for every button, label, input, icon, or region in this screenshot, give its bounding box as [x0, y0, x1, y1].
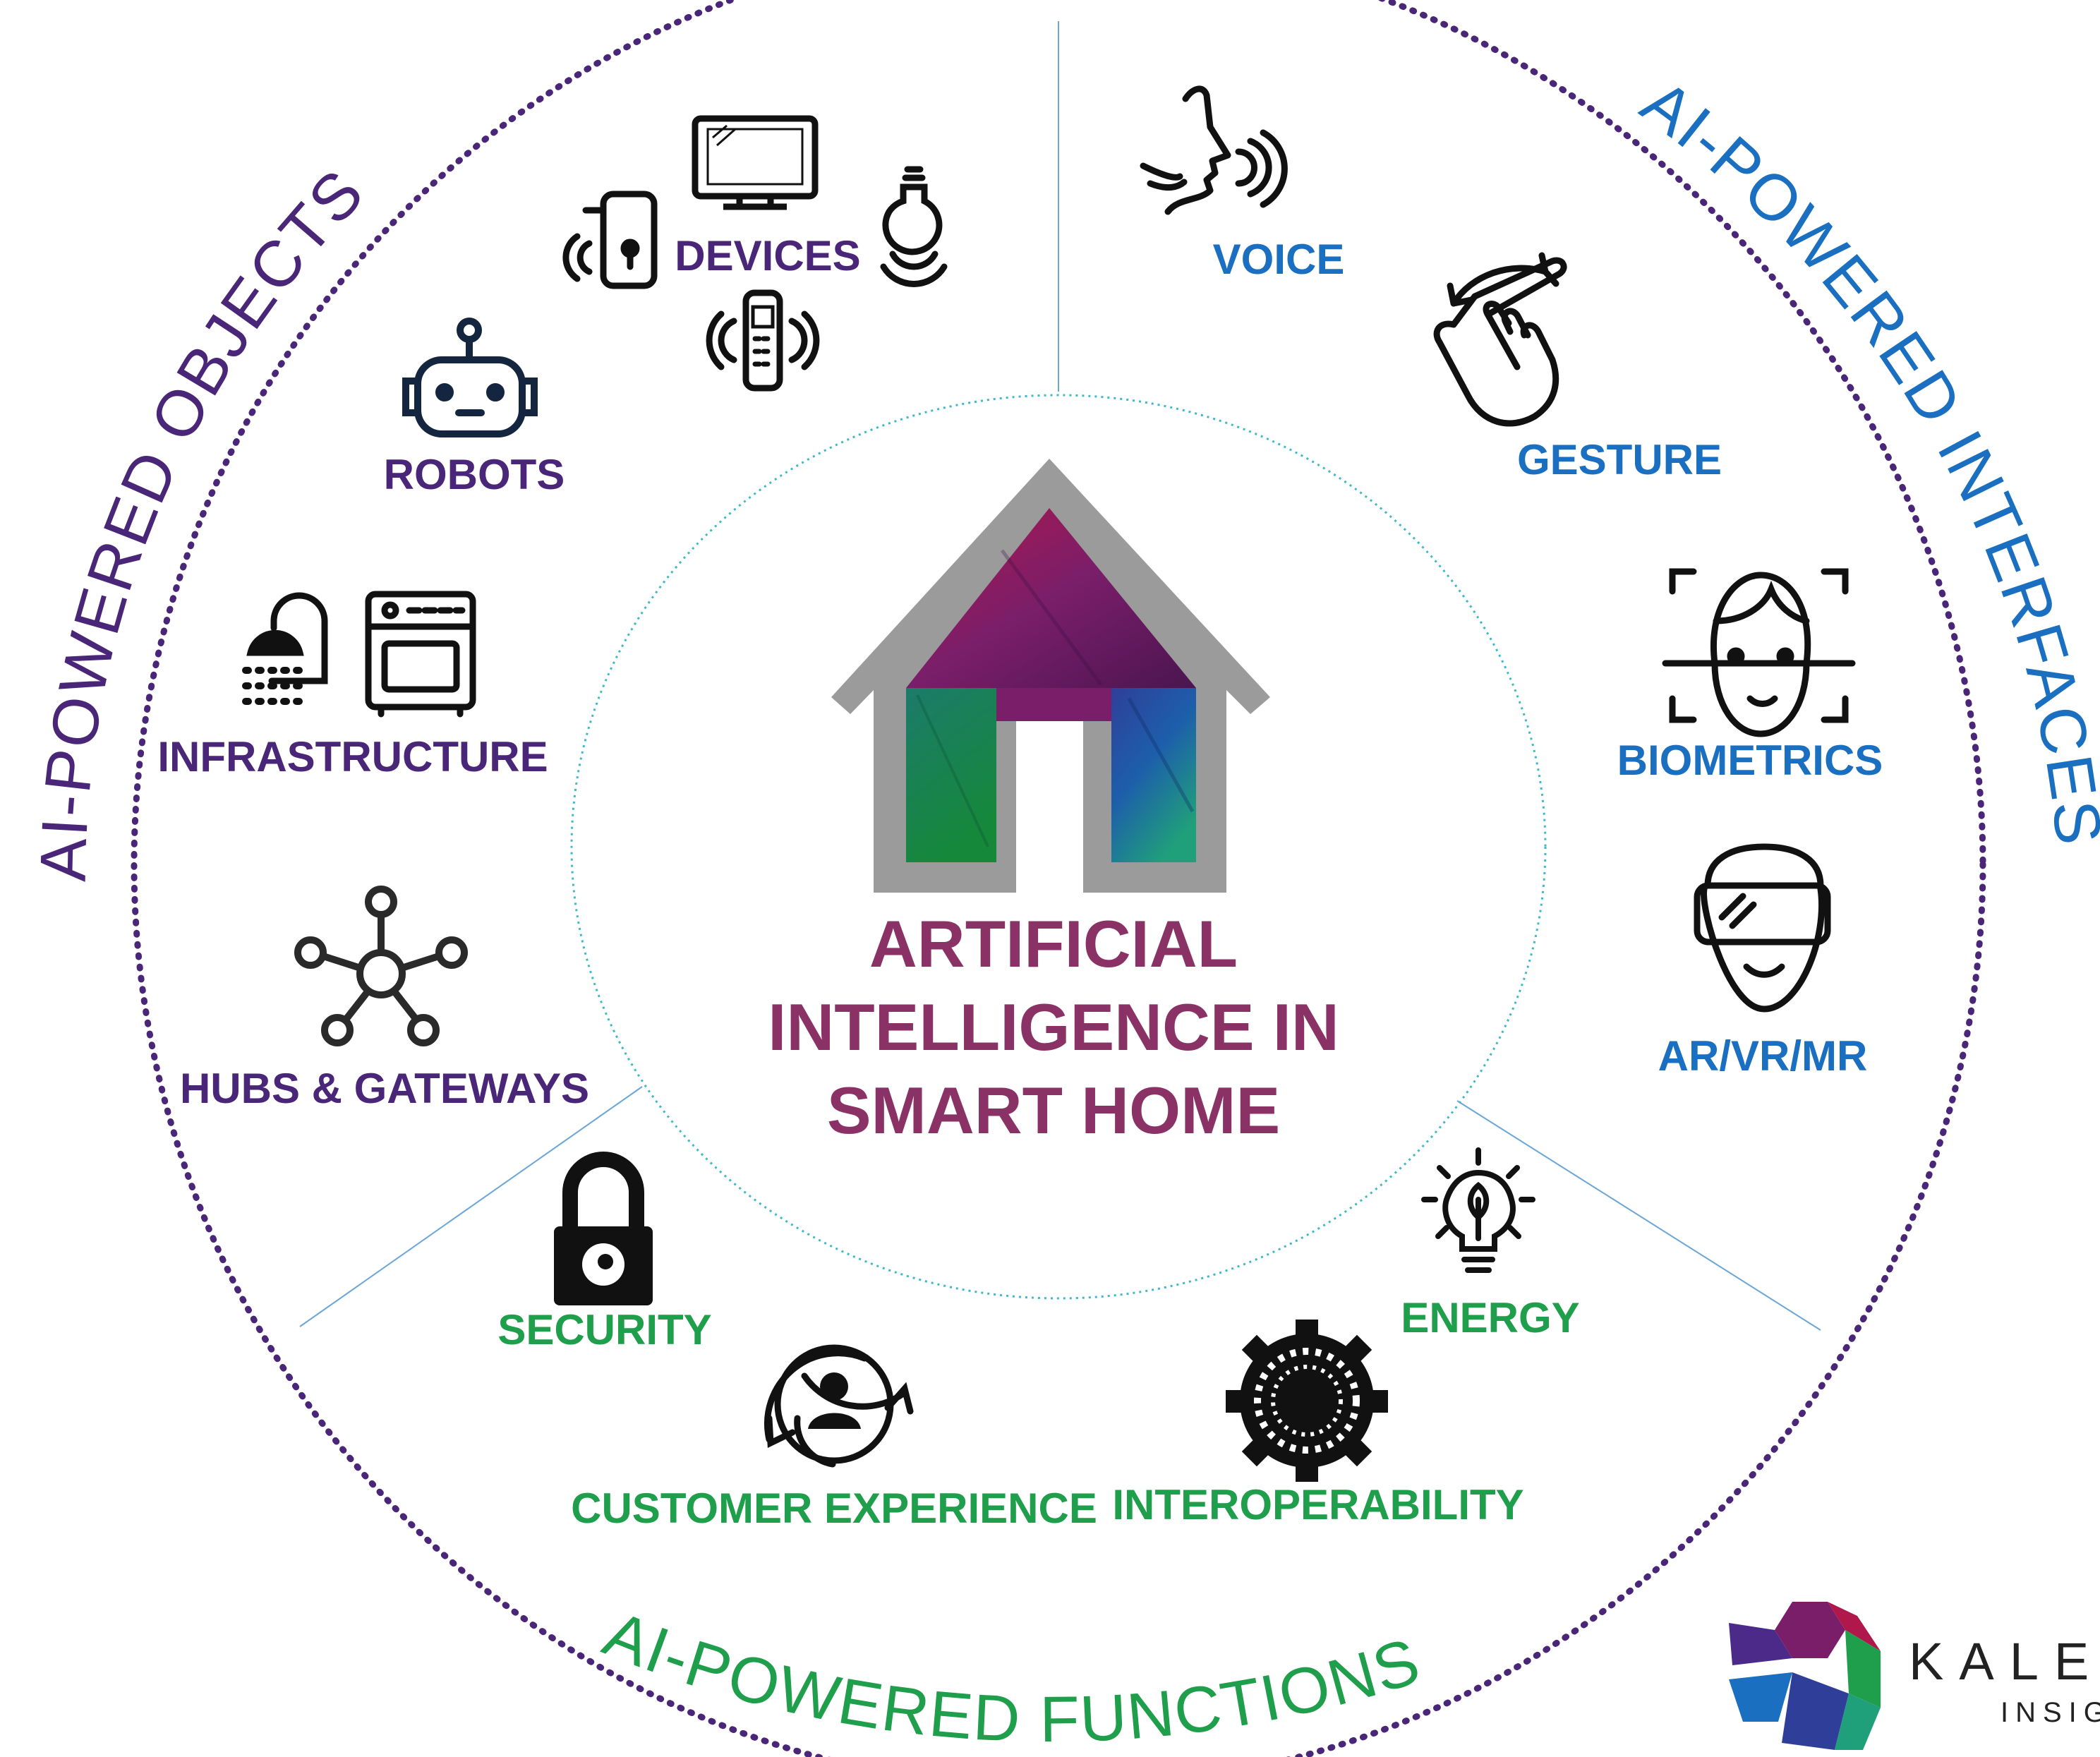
face-scan-icon: [1662, 568, 1856, 737]
inner-ring: [570, 394, 1547, 1300]
label-interoperability: INTEROPERABILITY: [1112, 1481, 1523, 1528]
smart-bulb-icon: [880, 166, 948, 287]
house-icon: [831, 459, 1270, 893]
center-title-line2: INTELLIGENCE IN: [768, 990, 1339, 1064]
shower-icon: [242, 592, 328, 705]
voice-icon: [1140, 85, 1288, 215]
gesture-icon: [1433, 252, 1567, 427]
energy-bulb-icon: [1421, 1147, 1535, 1273]
label-customer-experience: CUSTOMER EXPERIENCE: [571, 1485, 1097, 1532]
tv-icon: [692, 115, 819, 210]
gear-icon: [1226, 1320, 1388, 1482]
label-hubs-gateways: HUBS & GATEWAYS: [180, 1065, 589, 1112]
hub-icon: [294, 886, 468, 1046]
label-robots: ROBOTS: [384, 451, 565, 498]
label-security: SECURITY: [497, 1306, 711, 1353]
label-devices: DEVICES: [675, 232, 860, 279]
vr-headset-icon: [1694, 843, 1831, 1013]
oven-icon: [365, 591, 476, 718]
divider-left: [299, 1086, 643, 1327]
smart-lock-icon: [562, 191, 658, 289]
logo-sub: INSIG: [2001, 1697, 2100, 1728]
label-voice: VOICE: [1213, 236, 1345, 283]
customer-cycle-icon: [764, 1344, 914, 1468]
logo-name: KALE: [1909, 1632, 2100, 1691]
robot-icon: [402, 318, 538, 437]
label-energy: ENERGY: [1401, 1294, 1579, 1341]
divider-right: [1456, 1100, 1821, 1331]
kaleido-logo: KALE INSIG: [1729, 1602, 2100, 1750]
center-title-line1: ARTIFICIAL: [869, 907, 1238, 981]
outer-ring: [131, 0, 1986, 1757]
label-gesture: GESTURE: [1517, 436, 1722, 483]
label-biometrics: BIOMETRICS: [1617, 737, 1883, 784]
section-title-functions: AI-POWERED FUNCTIONS: [594, 1598, 1429, 1756]
padlock-icon: [554, 1152, 653, 1305]
phone-icon: [706, 289, 820, 392]
center-title-line3: SMART HOME: [827, 1073, 1280, 1147]
label-infrastructure: INFRASTRUCTURE: [157, 733, 548, 780]
label-ar-vr-mr: AR/VR/MR: [1658, 1032, 1868, 1080]
